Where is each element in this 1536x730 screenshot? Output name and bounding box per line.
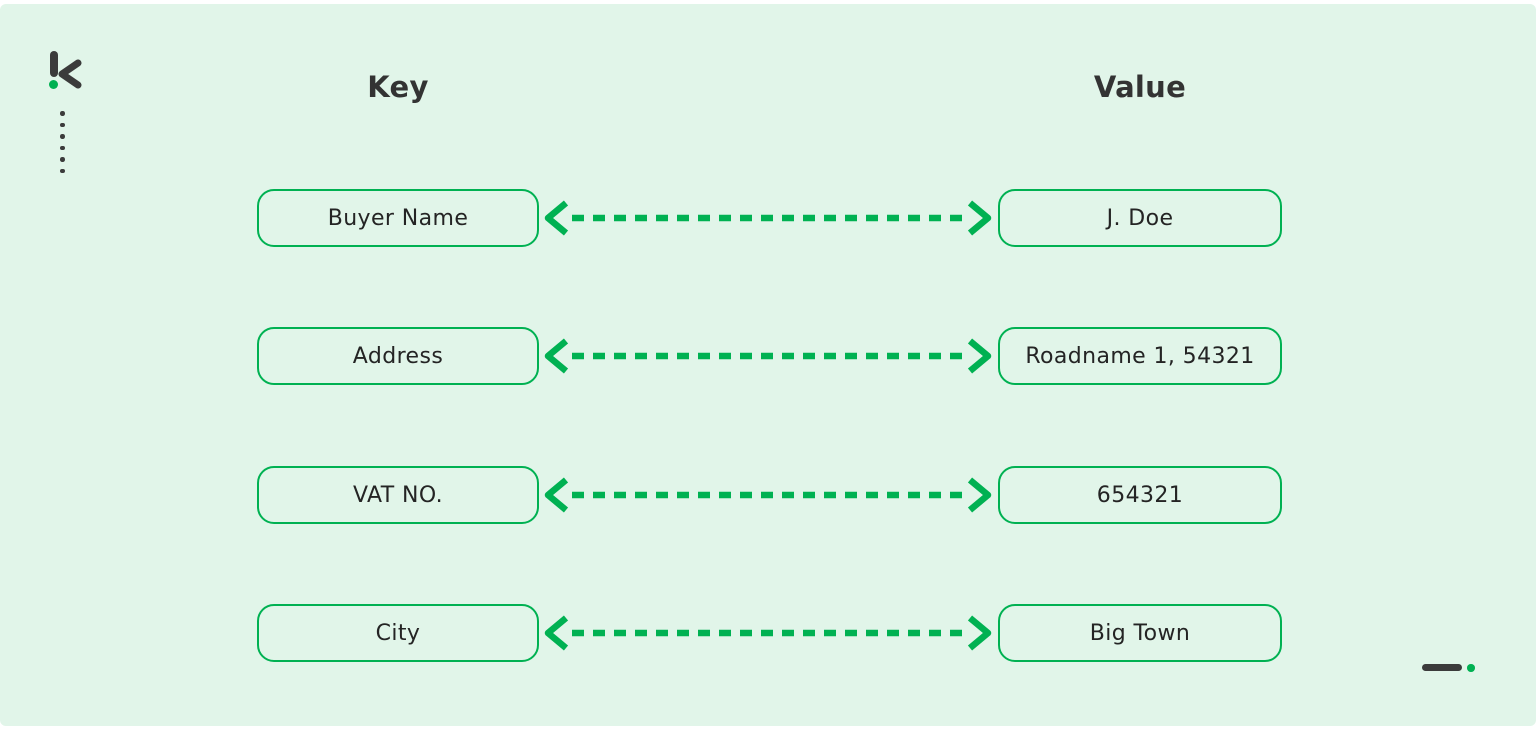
vertical-dotted-line <box>60 111 65 173</box>
corner-dash-dot-mark <box>1422 663 1475 673</box>
value-label: 654321 <box>1096 482 1184 508</box>
logo-bar <box>50 51 58 77</box>
corner-green-dot <box>1467 664 1475 672</box>
key-label: VAT NO. <box>352 482 444 508</box>
key-box-city: City <box>257 604 539 662</box>
value-box-city: Big Town <box>998 604 1282 662</box>
kv-row: Buyer Name J. Doe <box>0 189 1536 247</box>
corner-dash <box>1422 664 1462 671</box>
kv-row: City Big Town <box>0 604 1536 662</box>
key-box-vat-no: VAT NO. <box>257 466 539 524</box>
double-arrow-icon <box>544 615 992 651</box>
value-box-vat-no: 654321 <box>998 466 1282 524</box>
klippa-logo-icon <box>48 50 82 92</box>
double-arrow-icon <box>544 200 992 236</box>
logo-green-dot <box>49 80 58 89</box>
value-box-address: Roadname 1, 54321 <box>998 327 1282 385</box>
double-arrow-icon <box>544 477 992 513</box>
double-arrow-icon <box>544 338 992 374</box>
value-label: Roadname 1, 54321 <box>1025 343 1255 369</box>
kv-row: Address Roadname 1, 54321 <box>0 327 1536 385</box>
diagram-canvas: Key Value Buyer Name J. Doe Address Road… <box>0 4 1536 726</box>
value-column-header: Value <box>1093 70 1187 104</box>
key-box-address: Address <box>257 327 539 385</box>
value-label: Big Town <box>1089 620 1191 646</box>
logo-chevron <box>58 59 82 89</box>
kv-row: VAT NO. 654321 <box>0 466 1536 524</box>
key-box-buyer-name: Buyer Name <box>257 189 539 247</box>
key-label: City <box>375 620 421 646</box>
key-label: Address <box>352 343 444 369</box>
key-column-header: Key <box>367 70 429 104</box>
value-box-buyer-name: J. Doe <box>998 189 1282 247</box>
key-label: Buyer Name <box>327 205 469 231</box>
value-label: J. Doe <box>1106 205 1174 231</box>
